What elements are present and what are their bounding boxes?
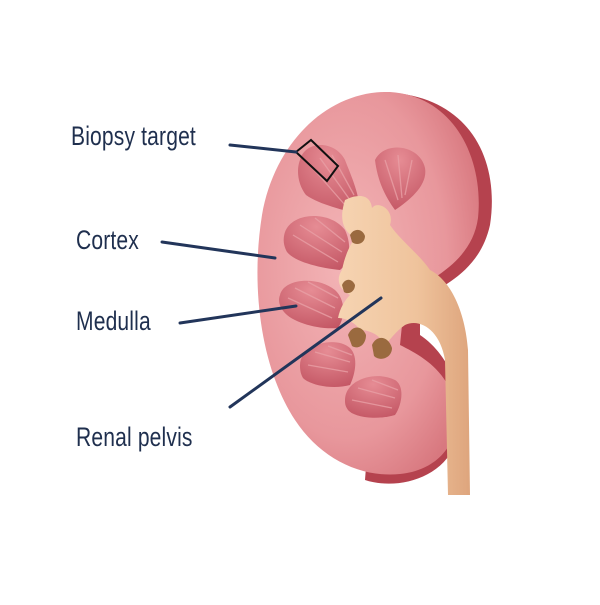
label-biopsy-target: Biopsy target xyxy=(71,121,196,151)
label-medulla: Medulla xyxy=(76,306,151,336)
leader-line-cortex xyxy=(160,240,277,260)
pyramid xyxy=(300,342,356,388)
leader-lines xyxy=(160,143,383,409)
pyramid xyxy=(283,215,350,270)
label-renal-pelvis: Renal pelvis xyxy=(76,422,193,452)
renal-calyces xyxy=(342,229,392,359)
leader-line-renal-pelvis xyxy=(228,296,383,409)
medulla-pyramids xyxy=(279,145,426,418)
leader-line-biopsy xyxy=(228,143,298,154)
leader-line-medulla xyxy=(178,304,298,325)
biopsy-target-marker xyxy=(294,138,340,183)
label-cortex: Cortex xyxy=(76,225,139,255)
renal-pelvis xyxy=(338,196,470,495)
pyramid xyxy=(298,145,360,215)
